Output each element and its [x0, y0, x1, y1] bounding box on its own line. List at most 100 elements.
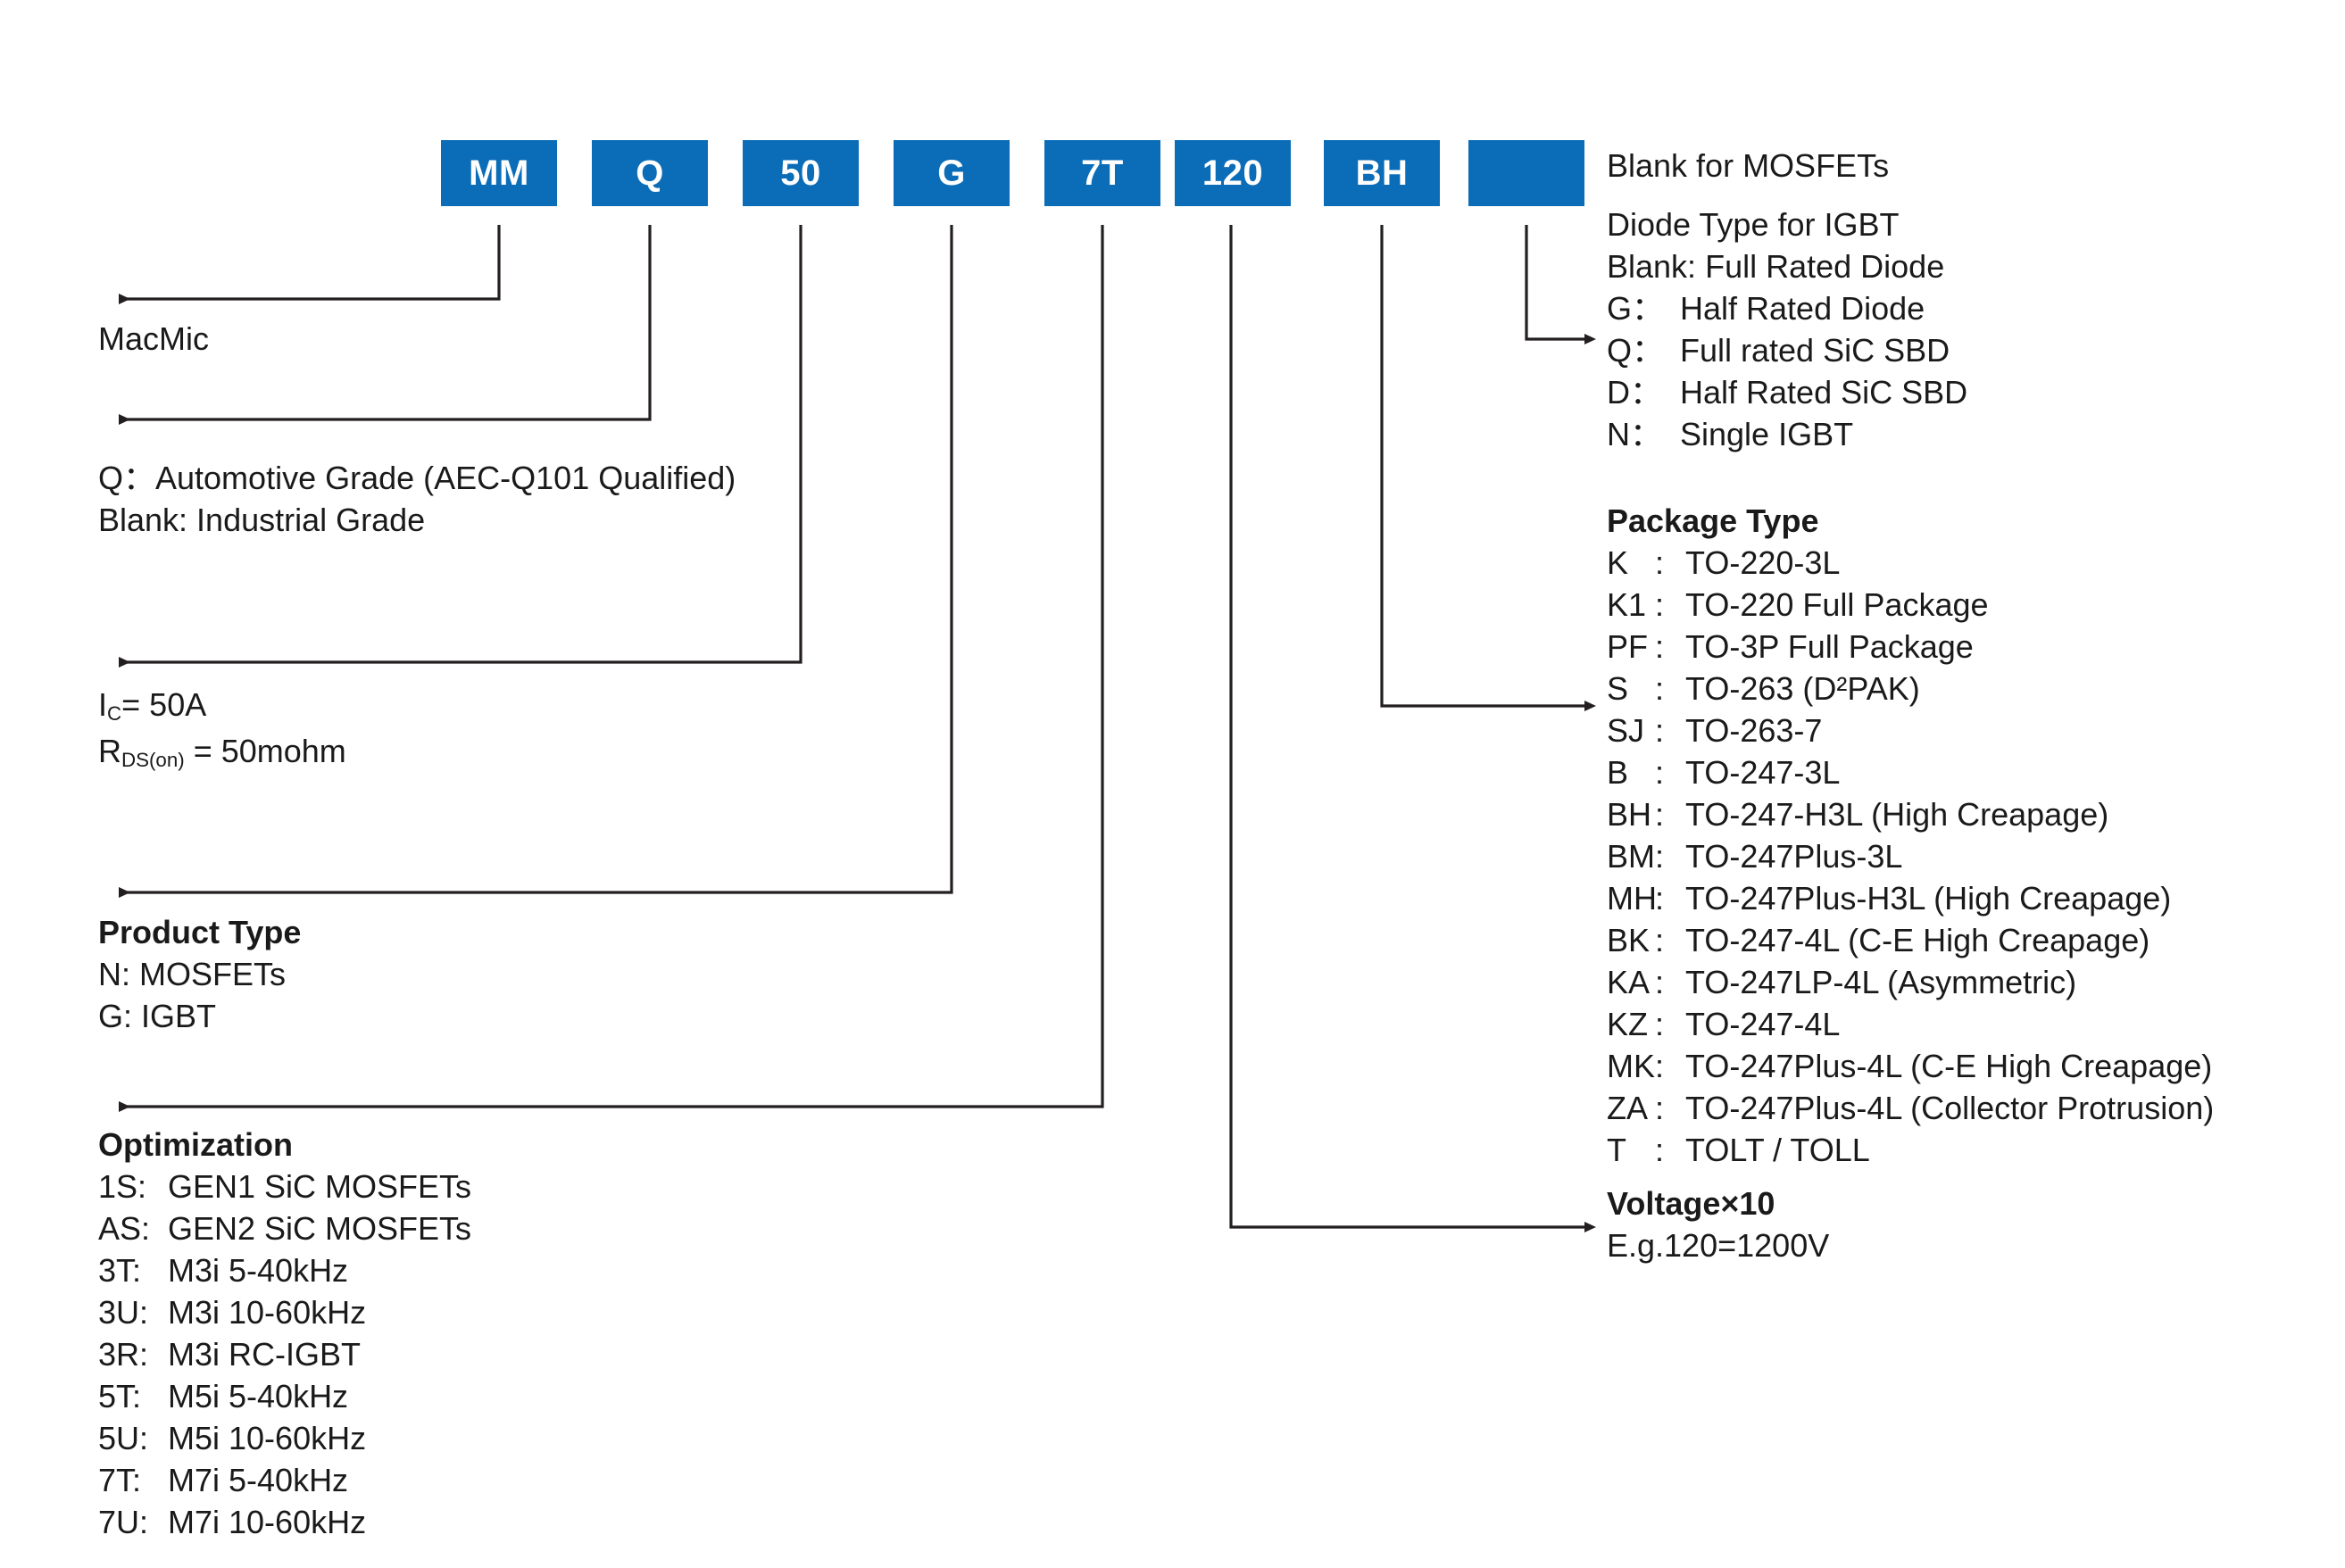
optimization-item: 7U:M7i 10-60kHz [98, 1501, 471, 1543]
diode-type-item-desc: Half Rated SiC SBD [1680, 374, 1968, 411]
leader-50 [119, 225, 802, 668]
part-code-box-120[interactable]: 120 [1175, 140, 1291, 206]
part-code-box-blank[interactable] [1468, 140, 1584, 206]
product-type-item-n: N: MOSFETs [98, 956, 287, 992]
callout-rating: IC= 50A RDS(on) = 50mohm [98, 684, 346, 776]
package-type-item-separator: : [1655, 670, 1665, 707]
diode-type-item-code: D： [1607, 374, 1662, 411]
diode-type-item: Q： Full rated SiC SBD [1607, 329, 1967, 371]
leader-g [119, 225, 953, 898]
package-type-item-separator: : [1655, 1006, 1665, 1042]
callout-voltage: Voltage×10 E.g.120=1200V [1607, 1182, 1829, 1266]
optimization-item-desc: M5i 5-40kHz [168, 1378, 349, 1415]
package-type-item: K1:TO-220 Full Package [1607, 584, 2214, 626]
rating-rdson-subscript: DS(on) [121, 748, 185, 771]
leader-120 [1229, 225, 1596, 1232]
optimization-item-code: AS: [98, 1210, 151, 1247]
package-type-item-separator: : [1655, 712, 1665, 749]
rating-current: IC= 50A [98, 684, 346, 730]
package-type-item-code: KZ [1607, 1006, 1649, 1042]
package-type-item-desc: TO-263-7 [1685, 712, 1823, 749]
optimization-item: AS: GEN2 SiC MOSFETs [98, 1207, 471, 1249]
package-type-item-desc: TO-247Plus-4L (Collector Protrusion) [1685, 1090, 2215, 1126]
optimization-item-desc: GEN2 SiC MOSFETs [168, 1210, 472, 1247]
rating-rdson-symbol: R [98, 733, 121, 769]
diode-type-item-desc: Half Rated Diode [1680, 290, 1925, 327]
optimization-item-desc: M3i 10-60kHz [168, 1294, 367, 1331]
package-type-item-separator: : [1655, 1132, 1665, 1168]
rating-current-subscript: C [107, 701, 122, 725]
package-type-item-separator: : [1655, 586, 1665, 623]
optimization-item: 7T: M7i 5-40kHz [98, 1459, 471, 1501]
package-type-item-code: K [1607, 544, 1629, 581]
part-code-box-bh[interactable]: BH [1324, 140, 1440, 206]
rating-rdson: RDS(on) = 50mohm [98, 730, 346, 776]
diode-type-item: Blank: Full Rated Diode [1607, 245, 1967, 287]
optimization-item-desc: GEN1 SiC MOSFETs [168, 1168, 472, 1205]
package-type-item: S:TO-263 (D²PAK) [1607, 668, 2214, 709]
package-type-item-desc: TOLT / TOLL [1685, 1132, 1870, 1168]
callout-package-type: Package Type K:TO-220-3L K1:TO-220 Full … [1607, 500, 2214, 1171]
diode-type-item: G： Half Rated Diode [1607, 287, 1967, 329]
package-type-item-desc: TO-263 (D²PAK) [1685, 670, 1920, 707]
optimization-item-code: 3R: [98, 1336, 149, 1373]
grade-industrial: Blank: Industrial Grade [98, 502, 426, 538]
package-type-item-separator: : [1655, 838, 1665, 875]
package-type-item-desc: TO-220 Full Package [1685, 586, 1989, 623]
diode-type-item-desc: Full Rated Diode [1705, 248, 1945, 285]
rating-current-symbol: I [98, 686, 108, 723]
package-type-item-code: PF [1607, 628, 1649, 665]
part-code-box-50[interactable]: 50 [743, 140, 859, 206]
part-code-box-g[interactable]: G [894, 140, 1010, 206]
package-type-item: ZA: TO-247Plus-4L (Collector Protrusion) [1607, 1087, 2214, 1129]
voltage-example: E.g.120=1200V [1607, 1227, 1830, 1264]
package-type-item-desc: TO-247Plus-3L [1685, 838, 1903, 875]
package-type-item-code: SJ [1607, 712, 1645, 749]
diode-type-item: N：Single IGBT [1607, 413, 1967, 455]
diode-type-item-code: G： [1607, 290, 1665, 327]
package-type-item-desc: TO-220-3L [1685, 544, 1841, 581]
package-type-item-desc: TO-247-H3L (High Creapage) [1685, 796, 2109, 833]
package-type-item-code: BM [1607, 838, 1655, 875]
package-type-item-desc: TO-247LP-4L (Asymmetric) [1685, 964, 2077, 1000]
part-code-box-7t[interactable]: 7T [1044, 140, 1160, 206]
rating-current-value: = 50A [121, 686, 207, 723]
package-type-item-desc: TO-247-4L (C-E High Creapage) [1685, 922, 2150, 958]
optimization-item-code: 1S: [98, 1168, 147, 1205]
diode-type-item-desc: Single IGBT [1680, 416, 1854, 452]
product-type-heading: Product Type [98, 914, 302, 950]
optimization-item-code: 3U: [98, 1294, 149, 1331]
package-type-item-code: ZA [1607, 1090, 1649, 1126]
package-type-item-desc: TO-3P Full Package [1685, 628, 1974, 665]
optimization-item-desc: M5i 10-60kHz [168, 1420, 367, 1456]
part-code-box-q[interactable]: Q [592, 140, 708, 206]
diode-type-item-code: Q： [1607, 332, 1665, 369]
package-type-item: BM: TO-247Plus-3L [1607, 835, 2214, 877]
package-type-item: BK:TO-247-4L (C-E High Creapage) [1607, 919, 2214, 961]
voltage-heading: Voltage×10 [1607, 1185, 1775, 1222]
optimization-item-code: 7T: [98, 1462, 142, 1498]
package-type-item-separator: : [1655, 1090, 1665, 1126]
diode-type-heading: Diode Type for IGBT [1607, 206, 1900, 243]
callout-optimization: Optimization 1S:GEN1 SiC MOSFETs AS:GEN2… [98, 1124, 471, 1543]
package-type-item-desc: TO-247-4L [1685, 1006, 1841, 1042]
part-code-box-mm[interactable]: MM [441, 140, 557, 206]
optimization-item-desc: M7i 5-40kHz [168, 1462, 349, 1498]
callout-diode-type: Diode Type for IGBT Blank: Full Rated Di… [1607, 203, 1967, 455]
blank-for-mosfets-text: Blank for MOSFETs [1607, 147, 1890, 184]
package-type-item-code: T [1607, 1132, 1626, 1168]
package-type-item: KA:TO-247LP-4L (Asymmetric) [1607, 961, 2214, 1003]
package-type-item-separator: : [1655, 796, 1665, 833]
diode-type-item-desc: Full rated SiC SBD [1680, 332, 1950, 369]
package-type-item-code: MK [1607, 1048, 1655, 1084]
diode-type-item-code: Blank: [1607, 248, 1697, 285]
callout-product-type: Product Type N: MOSFETs G: IGBT [98, 911, 301, 1037]
package-type-item: BH:TO-247-H3L (High Creapage) [1607, 793, 2214, 835]
optimization-item-code: 3T: [98, 1252, 142, 1289]
optimization-item: 5T:M5i 5-40kHz [98, 1375, 471, 1417]
optimization-item-code: 7U: [98, 1504, 149, 1540]
package-type-item-separator: : [1655, 964, 1665, 1000]
optimization-item: 3R:M3i RC-IGBT [98, 1333, 471, 1375]
diode-type-item: D： Half Rated SiC SBD [1607, 371, 1967, 413]
